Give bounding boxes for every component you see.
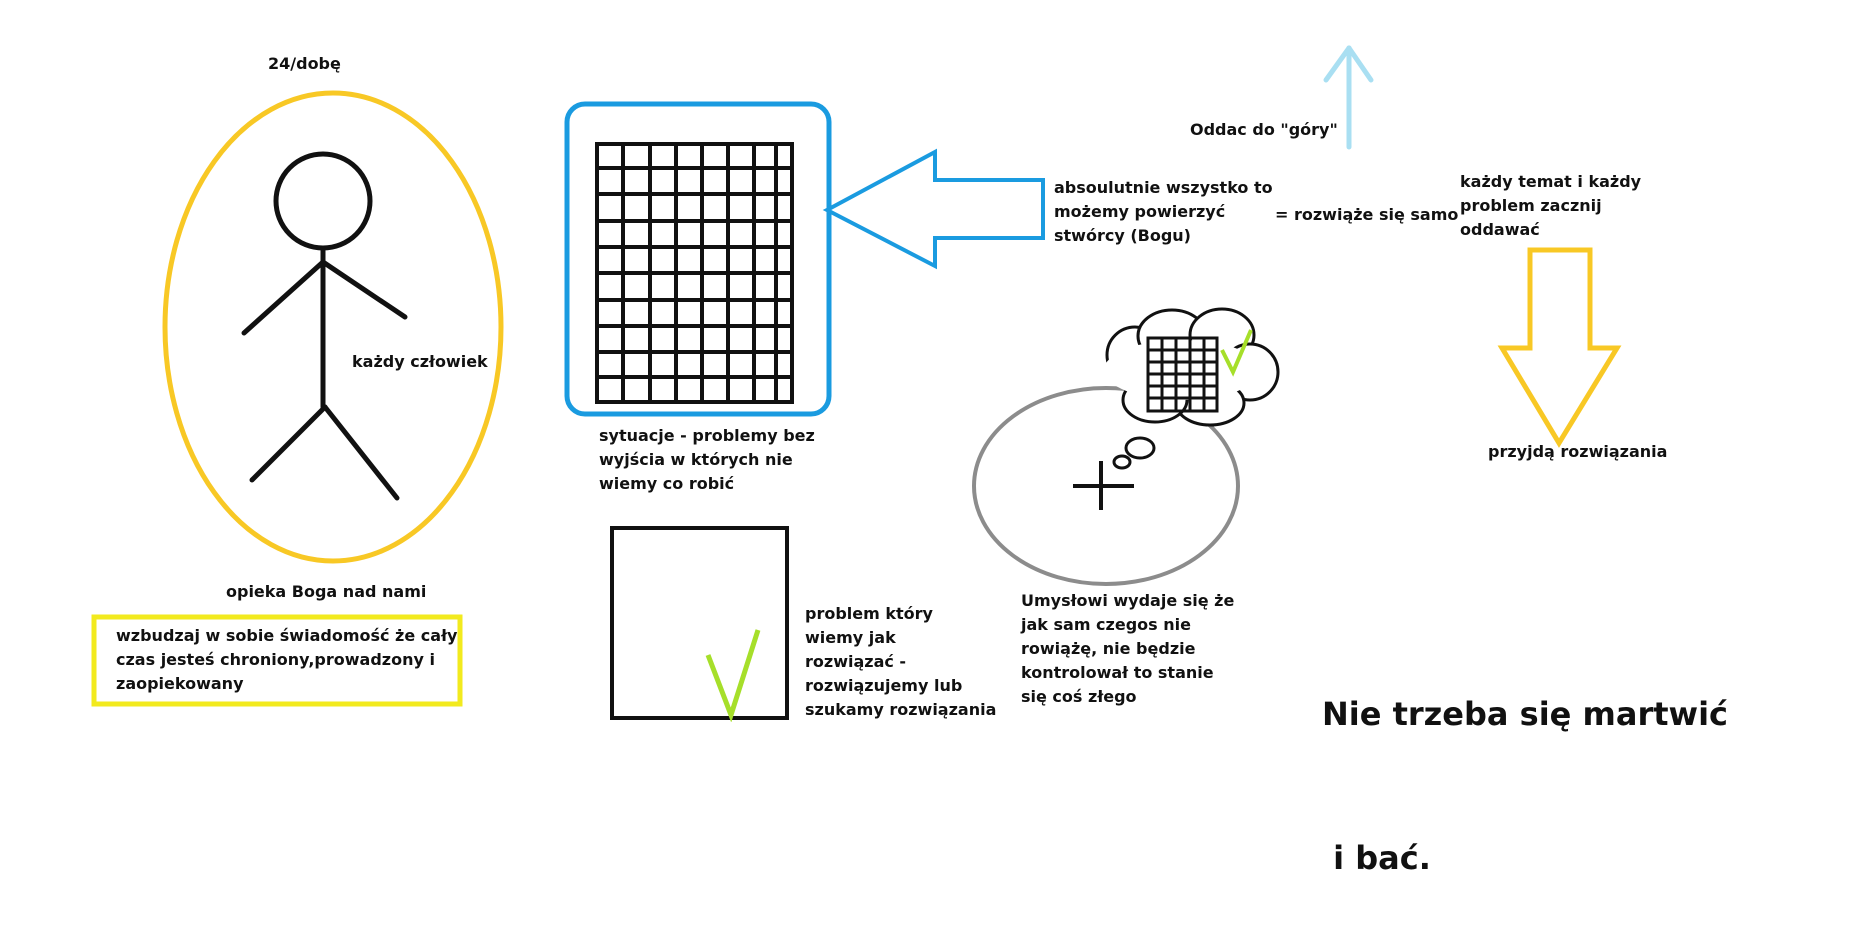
label-absolutnie: absoulutnie wszystko to możemy powierzyć… — [1054, 178, 1273, 245]
label-przyjda: przyjdą rozwiązania — [1488, 442, 1668, 461]
yellow-down-arrow-icon — [1497, 247, 1622, 448]
cross-icon — [1073, 461, 1134, 510]
label-rozwiaze: = rozwiąże się samo — [1275, 205, 1459, 224]
stick-figure — [241, 151, 408, 501]
unsolved-problems-frame — [564, 101, 832, 417]
thought-check-icon — [1220, 329, 1253, 377]
diagram-canvas — [91, 45, 1622, 722]
label-wzbudzaj: wzbudzaj w sobie świadomość że cały czas… — [116, 626, 458, 693]
light-blue-up-arrow-icon — [1323, 45, 1374, 150]
label-kazdy-temat: każdy temat i każdy problem zacznij odda… — [1460, 172, 1642, 239]
blue-left-arrow-icon — [822, 148, 1045, 270]
label-umyslowi: Umysłowi wydaje się że jak sam czegos ni… — [1021, 591, 1235, 706]
label-oddac: Oddac do "góry" — [1190, 120, 1338, 139]
care-oval — [162, 90, 504, 564]
label-24-dobe: 24/dobę — [268, 54, 341, 73]
solvable-problem-box — [610, 526, 789, 720]
label-sytuacje: sytuacje - problemy bez wyjścia w któryc… — [599, 426, 815, 493]
green-check-icon — [705, 629, 761, 722]
label-nie-trzeba: Nie trzeba się martwić i bać. — [1322, 695, 1729, 877]
mind-circle — [972, 386, 1240, 586]
thought-grid-icon — [1146, 336, 1219, 413]
label-kazdy-czlowiek: każdy człowiek — [352, 352, 488, 371]
unsolved-problem-grid — [595, 142, 794, 404]
label-opieka: opieka Boga nad nami — [226, 582, 427, 601]
awareness-box — [91, 614, 463, 707]
label-problem-ktory: problem który wiemy jak rozwiązać - rozw… — [805, 604, 997, 719]
thought-cloud-icon — [1104, 307, 1280, 470]
